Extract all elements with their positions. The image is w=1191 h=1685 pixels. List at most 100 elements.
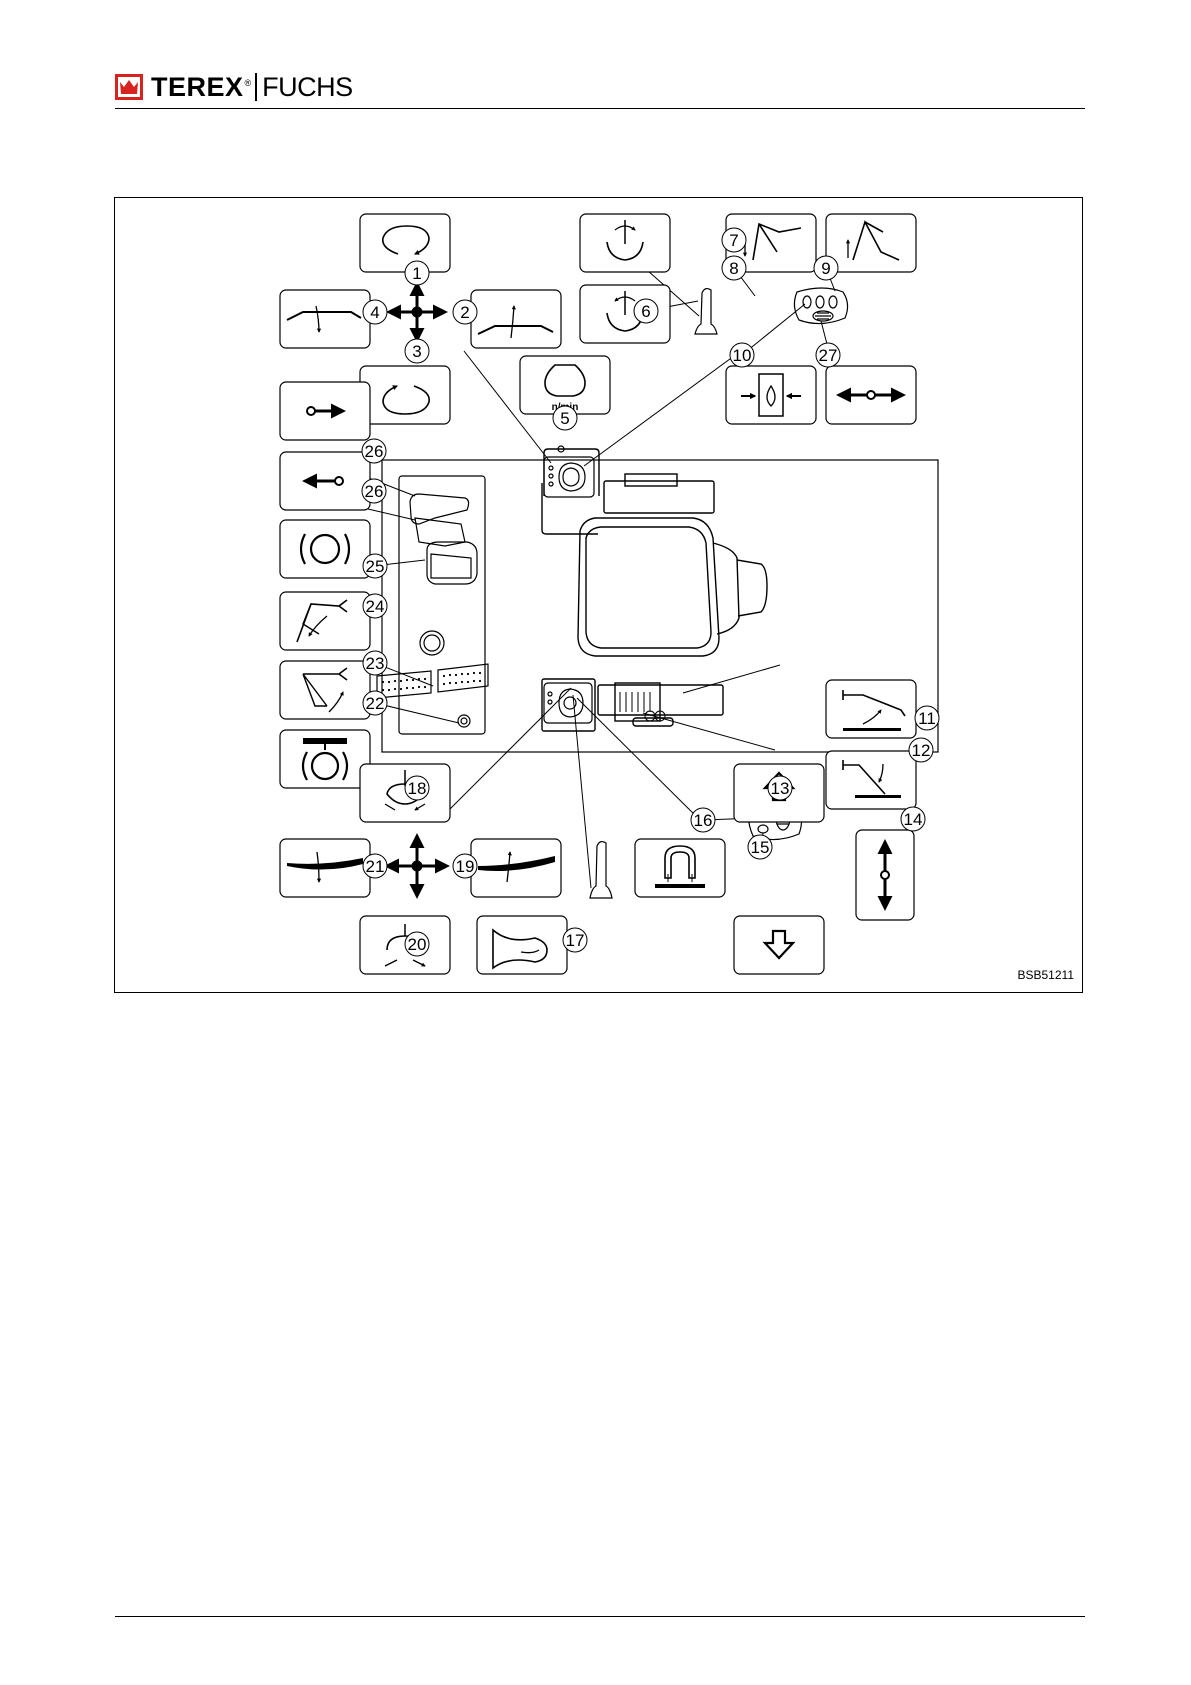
callout-7: 7 [722,228,746,252]
symbol-box-swing-cw [360,214,450,272]
symbol-box-stabilizer-down [826,751,916,809]
callout-label: 20 [408,935,427,954]
callout-10: 10 [730,343,754,367]
terex-fuchs-logo: TEREX ® FUCHS [115,72,353,102]
symbol-box-magnet [635,839,725,897]
callout-1: 1 [405,261,429,285]
joystick-direction-cross-upper [389,284,445,340]
symbol-box-engine-speed: n/min [520,356,610,414]
symbol-box-grapple-rotate-left [580,214,670,272]
callout-label: 2 [460,303,469,322]
callout-label: 1 [412,264,421,283]
callout-2: 2 [453,300,477,324]
callout-label: 6 [641,302,650,321]
symbol-box-down-arrow [734,916,824,974]
symbol-box-stick-in [280,592,370,650]
callout-label: 25 [366,557,385,576]
symbol-box-horn [477,916,567,974]
brand-fuchs: FUCHS [262,72,353,103]
callout-label: 14 [904,810,923,829]
symbol-box-boom-down [280,839,370,897]
symbol-box-cab-raise [826,214,916,272]
left-console-elements [377,494,488,727]
callout-26: 26 [362,439,386,463]
joystick-handle-upper [695,289,717,334]
callout-label: 26 [365,442,384,461]
figure-code: BSB51211 [1018,968,1075,982]
symbol-box-move-right [280,382,370,440]
symbol-box-vertical-move [856,830,914,920]
callout-label: 16 [694,811,713,830]
symbol-box-brake [280,520,370,578]
callout-3: 3 [405,339,429,363]
callout-23: 23 [363,651,387,675]
callout-label: 24 [366,597,385,616]
header-rule [115,108,1085,109]
callout-15: 15 [748,835,772,859]
callout-8: 8 [722,256,746,280]
callout-14: 14 [901,807,925,831]
callout-27: 27 [816,343,840,367]
callout-18: 18 [405,776,429,800]
left-joystick-top [544,446,594,497]
callout-label: 17 [566,931,585,950]
callout-label: 4 [370,303,379,322]
callout-26: 26 [362,479,386,503]
callout-label: 7 [729,231,738,250]
symbol-box-boom-up [471,839,561,897]
callout-label: 9 [821,259,830,278]
callout-label: 13 [771,779,790,798]
joystick-direction-cross-lower [387,836,447,896]
control-layout-figure: n/min [114,197,1083,993]
callout-25: 25 [363,554,387,578]
callout-label: 22 [366,694,385,713]
callout-label: 3 [412,342,421,361]
callout-label: 15 [751,838,770,857]
symbol-box-stick-out [280,661,370,719]
callout-12: 12 [909,738,933,762]
callout-24: 24 [363,594,387,618]
callout-17: 17 [563,928,587,952]
callout-label: 10 [733,346,752,365]
symbol-box-boom-right [471,290,561,348]
callout-20: 20 [405,932,429,956]
symbol-box-boom-left [280,290,370,348]
callout-label: 26 [365,482,384,501]
callout-label: 12 [912,741,931,760]
callout-4: 4 [363,300,387,324]
brand-terex: TEREX [151,72,244,103]
callout-5: 5 [553,406,577,430]
callout-label: 23 [366,654,385,673]
callout-label: 5 [560,409,569,428]
right-joystick-top [544,683,592,723]
logo-separator [255,73,257,101]
symbol-box-lateral [826,366,916,424]
callout-11: 11 [915,706,939,730]
callout-16: 16 [691,808,715,832]
joystick-handle-lower [590,842,612,898]
symbol-box-stabilizer-up [826,680,916,738]
symbol-box-swing-ccw [360,366,450,424]
symbol-box-move-left [280,452,370,510]
callout-22: 22 [363,691,387,715]
registered-mark: ® [245,78,252,88]
symbol-box-fluid [726,366,816,424]
operator-seat [542,449,767,731]
callout-label: 18 [408,779,427,798]
symbol-box-grapple-close [360,764,450,822]
callout-21: 21 [363,854,387,878]
callout-label: 11 [918,709,936,728]
symbol-box-parking-brake [280,730,370,788]
callout-19: 19 [453,854,477,878]
callout-label: 8 [729,259,738,278]
control-layout-diagram: n/min [115,198,1084,994]
right-console-switches [620,692,665,721]
footer-rule [115,1616,1085,1617]
callout-9: 9 [814,256,838,280]
callout-label: 27 [819,346,838,365]
callout-label: 21 [366,857,385,876]
terex-crown-logo-icon [115,74,143,100]
callout-6: 6 [634,299,658,323]
callout-13: 13 [768,776,792,800]
callout-label: 19 [456,857,475,876]
